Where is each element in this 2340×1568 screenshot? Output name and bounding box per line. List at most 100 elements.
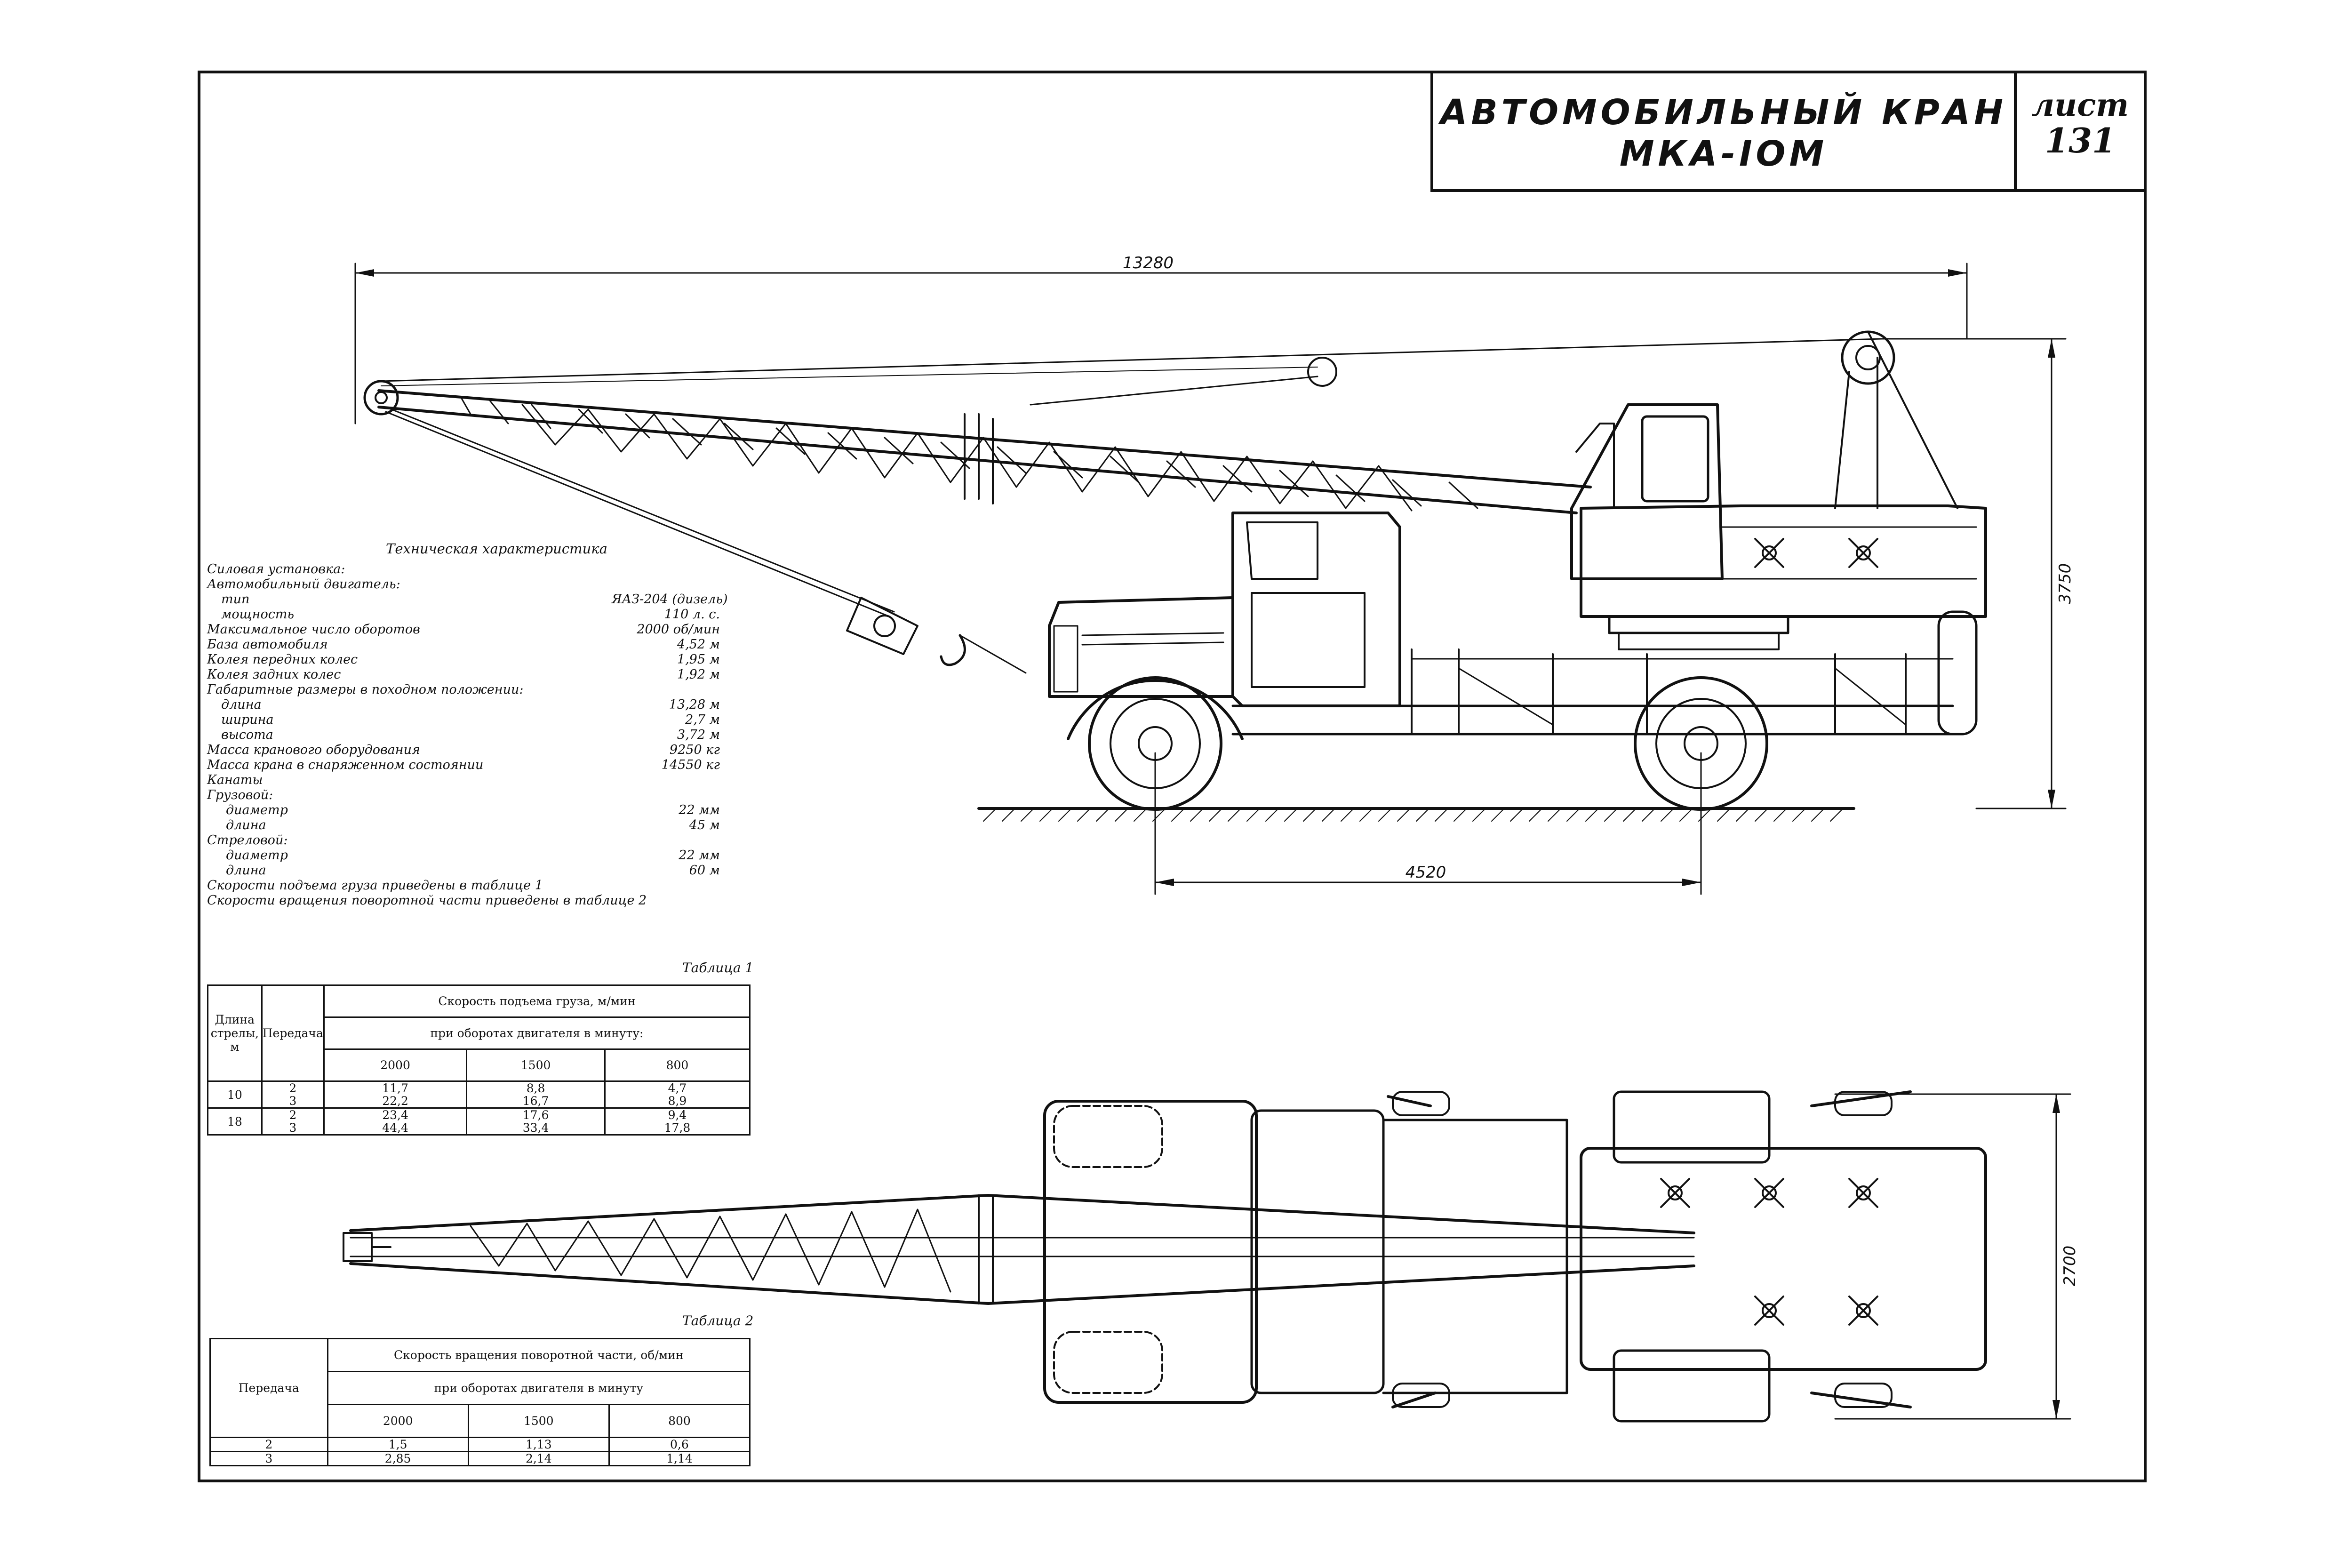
spec-value: 9250 кг [669,743,720,757]
table2-cell: 1,13 [467,1437,610,1452]
table1-row: 18 2 23,4 17,6 9,4 [207,1108,751,1136]
sheet-border [198,71,2147,1482]
spec-label: мощность [221,607,295,622]
spec-value: 110 л. с. [664,607,720,622]
spec-row: Масса кранового оборудования 9250 кг [207,743,762,758]
table1-cell: 17,6 [466,1108,606,1121]
boom-side [363,330,1958,674]
table2-cell: 2,85 [327,1451,469,1466]
spec-label: тип [221,592,250,607]
table1-cell: 9,4 [604,1108,751,1121]
table1-boom: 10 [207,1081,263,1109]
table2-rpm-800: 800 [608,1404,751,1438]
table1-cell: 44,4 [323,1121,468,1136]
side-elevation: 13280 3750 4520 [354,254,2075,895]
table1-rpm-2000: 2000 [323,1048,468,1082]
table2-row: 2 1,5 1,13 0,6 [209,1437,751,1452]
ground-line [977,807,1855,822]
spec-value: ЯАЗ-204 (дизель) [612,592,728,607]
spec-label: диаметр [226,848,288,863]
spec-label: Колея передних колес [207,652,358,667]
table2-rpm-1500: 1500 [467,1404,610,1438]
spec-row: длина 13,28 м [207,697,762,712]
dim-overall-length: 13280 [354,254,1968,424]
table1: Длина стрелы, м Передача Скорость подъем… [207,984,751,1136]
table1-cell: 8,9 [604,1095,751,1109]
front-wheel [1067,676,1244,811]
table1-rpm-1500: 1500 [466,1048,606,1082]
spec-value: 1,92 м [677,667,720,682]
dim-wheelbase-label: 4520 [1406,863,1446,882]
spec-value: 2000 об/мин [637,622,720,637]
spec-value: 22 мм [679,848,720,863]
plan-view: 2700 [343,1090,2079,1423]
spec-label: Канаты [207,773,263,787]
spec-label: Масса крана в снаряженном состоянии [207,758,484,772]
table2-rpm-2000: 2000 [327,1404,469,1438]
spec-row: Стреловой: [207,833,762,848]
spec-value: 22 мм [679,803,720,817]
specs-heading: Техническая характеристика [386,541,607,557]
table1-cell: 11,7 [323,1081,468,1095]
spec-value: 13,28 м [669,697,720,712]
spec-value: 1,95 м [677,652,720,667]
spec-label: Колея задних колес [207,667,341,682]
table1-col-boom: Длина стрелы, м [207,984,263,1082]
table1-row: 10 2 11,7 8,8 4,7 [207,1081,751,1109]
table1-caption: Таблица 1 [682,960,754,976]
dim-height-label: 3750 [2056,563,2075,604]
table1-row: 3 22,2 16,7 8,9 [208,1095,751,1109]
rear-wheel [1634,676,1768,811]
spec-label: Силовая установка: [207,562,345,576]
spec-row: Колея передних колес 1,95 м [207,652,762,667]
table1-cell: 22,2 [323,1095,468,1109]
spec-row: ширина 2,7 м [207,712,762,728]
spec-label: База автомобиля [207,637,328,652]
spec-row: Автомобильный двигатель: [207,577,762,592]
spec-label: ширина [221,712,274,727]
table1-cell: 8,8 [466,1081,606,1095]
spec-value: 3,72 м [677,728,720,742]
table1-row: 3 44,4 33,4 17,8 [208,1121,751,1136]
spec-row: Силовая установка: [207,562,762,577]
spec-label: Масса кранового оборудования [207,743,420,757]
spec-label: Грузовой: [207,788,273,802]
spec-label: длина [221,697,262,712]
sheet-number-box: лист 131 [2014,71,2147,192]
table2-cell: 1,5 [327,1437,469,1452]
table1-gear: 2 [261,1081,325,1095]
truck-cab-side [1048,512,1401,707]
table1-gear: 2 [261,1108,325,1121]
sheet-label: лист [2031,87,2129,123]
table2-col-rpm: при оборотах двигателя в минуту [327,1371,751,1405]
sheet-number: 131 [2045,120,2116,160]
table1-rpm-800: 800 [604,1048,751,1082]
spec-label: Габаритные размеры в походном положении: [207,682,524,697]
spec-label: высота [221,728,273,742]
spec-row: Колея задних колес 1,92 м [207,667,762,682]
spec-row: высота 3,72 м [207,728,762,743]
table2-col-speed: Скорость вращения поворотной части, об/м… [327,1338,751,1372]
spec-value: 2,7 м [685,712,720,727]
table1-cell: 4,7 [604,1081,751,1095]
spec-label: Стреловой: [207,833,288,848]
boom-plan [343,1194,1695,1305]
outrigger-side [1937,610,1978,736]
spec-row: тип ЯАЗ-204 (дизель) [207,592,762,607]
title-line-2: МКА-IOM [1619,134,1828,174]
spec-row: Скорости вращения поворотной части приве… [207,893,762,908]
spec-row: База автомобиля 4,52 м [207,637,762,652]
table1-col-rpm: при оборотах двигателя в минуту: [323,1016,751,1050]
spec-label: Скорости подъема груза приведены в табли… [207,878,543,893]
spec-value: 45 м [689,818,720,832]
crane-cab-side [1570,403,1987,650]
truck-plan [1043,1100,1568,1404]
spec-value: 4,52 м [677,637,720,652]
table2-row: 3 2,85 2,14 1,14 [209,1451,751,1466]
title-line-1: АВТОМОБИЛЬНЫЙ КРАН [1440,92,2007,133]
table2-cell: 0,6 [608,1437,751,1452]
